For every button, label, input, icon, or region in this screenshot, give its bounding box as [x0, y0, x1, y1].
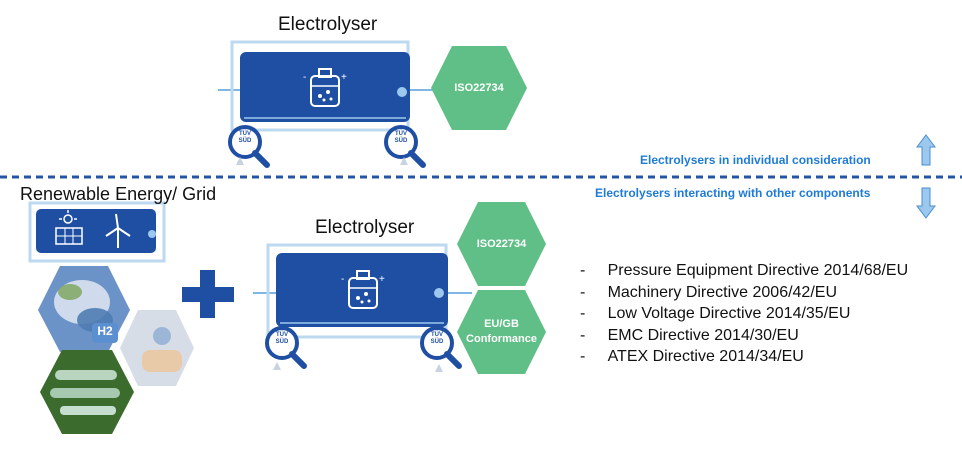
top-electrolyser-title: Electrolyser [278, 14, 378, 35]
h2-image-hexagon [120, 310, 194, 386]
bottom-iso-label: ISO22734 [476, 238, 527, 250]
h2-badge [92, 323, 118, 343]
top-electrolyser-unit [218, 40, 445, 132]
arrow-down-icon [916, 187, 936, 219]
top-iso-hexagon [431, 46, 527, 130]
bottom-electrolyser-unit [253, 243, 472, 339]
bottom-iso-hexagon [457, 202, 546, 286]
directive-item: - Machinery Directive 2006/42/EU [580, 283, 837, 301]
directive-item: - Pressure Equipment Directive 2014/68/E… [580, 262, 909, 279]
directive-item: - EMC Directive 2014/30/EU [580, 326, 799, 344]
renewable-title: Renewable Energy/ Grid [20, 184, 217, 204]
eu-gb-hexagon [457, 290, 546, 374]
note-individual: Electrolysers in individual consideratio… [640, 153, 871, 167]
directive-item: - Low Voltage Directive 2014/35/EU [580, 305, 851, 322]
h2-label: H2 [97, 324, 113, 338]
eu-gb-label: EU/GB Conformance [466, 318, 537, 345]
top-iso-label: ISO22734 [454, 82, 504, 94]
bottom-electrolyser-title: Electrolyser [315, 217, 415, 238]
solar-panel-icon [55, 210, 83, 245]
small-triangle [435, 364, 443, 372]
wind-turbine-icon [105, 213, 131, 248]
small-triangle [400, 157, 408, 165]
small-triangle [273, 362, 281, 370]
note-interacting: Electrolysers interacting with other com… [595, 186, 871, 200]
small-triangle [236, 157, 244, 165]
plus-icon [182, 270, 234, 318]
directive-item: - ATEX Directive 2014/34/EU [580, 348, 804, 365]
renewable-panel [28, 201, 166, 263]
pipes-image-hexagon [40, 350, 134, 434]
directives-list: - Pressure Equipment Directive 2014/68/E… [580, 260, 908, 368]
arrow-up-icon [916, 134, 936, 166]
